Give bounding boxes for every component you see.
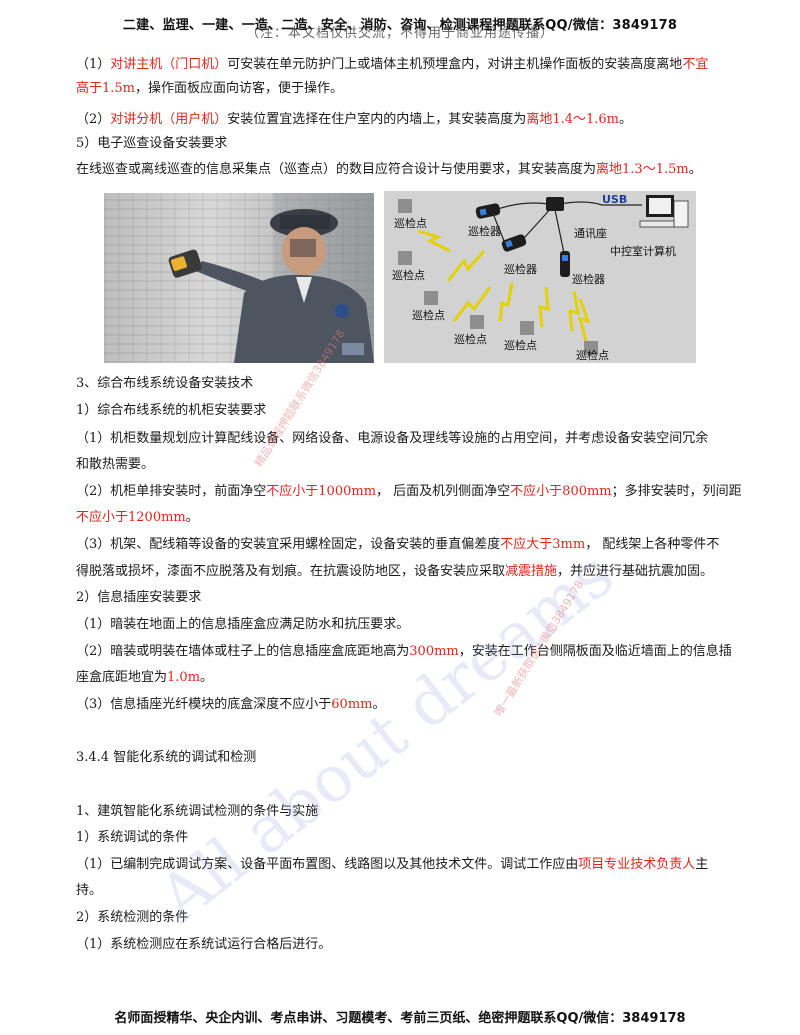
text: （3）信息插座光纤模块的底盒深度不应小于 — [76, 697, 332, 712]
text: ，操作面板应面向访客，便于操作。 — [135, 81, 344, 96]
para-debug-1-cont: 持。 — [76, 883, 103, 898]
text: 座盒底距地宜为 — [76, 670, 168, 685]
text: 。 — [372, 697, 386, 712]
para-detect-1: （1）系统检测应在系统试运行合格后进行。 — [76, 937, 332, 952]
highlight: 对讲主机（门口机） — [110, 57, 228, 72]
highlight: 高于1.5m — [76, 81, 136, 96]
text: 在线巡查或离线巡查的信息采集点（巡查点）的数目应符合设计与使用要求，其安装高度为 — [76, 162, 597, 177]
header-banner: 二建、监理、一建、一造、二造、安全、消防、咨询、检测课程押题联系QQ/微信：38… — [122, 18, 678, 33]
section-heading-344: 3.4.4 智能化系统的调试和检测 — [76, 750, 257, 765]
highlight: 项目专业技术负责人 — [578, 857, 696, 872]
highlight: 离地1.3～1.5m — [596, 162, 689, 177]
diagram-label-computer: 中控室计算机 — [610, 245, 676, 258]
diagram-label-point: 巡检点 — [394, 217, 427, 230]
para-intercom-host-cont: 高于1.5m，操作面板应面向访客，便于操作。 — [76, 79, 756, 99]
para-outlet-2-cont: 座盒底距地宜为1.0m。 — [76, 668, 756, 688]
text: 安装位置宜选择在住户室内的内墙上，其安装高度为 — [227, 112, 527, 127]
footer-banner: 名师面授精华、央企内训、考点串讲、习题模考、考前三页纸、绝密押题联系QQ/微信：… — [114, 1011, 686, 1026]
text: （2） — [76, 112, 111, 127]
para-cabinet-3: （3）机架、配线箱等设备的安装宜采用螺栓固定，设备安装的垂直偏差度不应大于3mm… — [76, 535, 756, 555]
highlight: 不宜 — [682, 57, 709, 72]
diagram-label-device: 巡检器 — [504, 263, 537, 276]
diagram-label-device: 巡检器 — [572, 273, 605, 286]
subheading-detect: 2）系统检测的条件 — [76, 910, 189, 925]
text: 得脱落或损坏，漆面不应脱落及有划痕。在抗震设防地区，设备安装应采取 — [76, 564, 506, 579]
text: ，并应进行基础抗震加固。 — [557, 564, 714, 579]
text: （3）机架、配线箱等设备的安装宜采用螺栓固定，设备安装的垂直偏差度 — [76, 537, 501, 552]
diagram-label-point: 巡检点 — [504, 339, 537, 352]
header-overlay-notice: （注：本文档仅供交流，不得用于商业用途传播） — [245, 26, 554, 41]
para-cabinet-3-cont: 得脱落或损坏，漆面不应脱落及有划痕。在抗震设防地区，设备安装应采取减震措施，并应… — [76, 562, 756, 582]
text: （2）暗装或明装在墙体或柱子上的信息插座盒底距地高为 — [76, 644, 410, 659]
highlight: 1.0m — [167, 670, 201, 685]
diagram-label-base: 通讯座 — [574, 227, 607, 240]
para-outlet-2: （2）暗装或明装在墙体或柱子上的信息插座盒底距地高为300mm，安装在工作台侧隔… — [76, 642, 756, 662]
text: 。 — [688, 162, 702, 177]
text: 。 — [619, 112, 633, 127]
para-debug-1: （1）已编制完成调试方案、设备平面布置图、线路图以及其他技术文件。调试工作应由项… — [76, 855, 756, 875]
subheading-debug: 1）系统调试的条件 — [76, 830, 189, 845]
highlight: 减震措施 — [505, 564, 558, 579]
heading-cabling: 3、综合布线系统设备安装技术 — [76, 376, 254, 391]
highlight: 60mm — [331, 697, 373, 712]
text: 主 — [695, 857, 709, 872]
text: ， 后面及机列侧面净空 — [376, 484, 511, 499]
highlight: 300mm — [409, 644, 459, 659]
heading-patrol: 5）电子巡查设备安装要求 — [76, 136, 228, 151]
subheading-cabinet: 1）综合布线系统的机柜安装要求 — [76, 403, 267, 418]
text: 可安装在单元防护门上或墙体主机预埋盒内，对讲主机操作面板的安装高度离地 — [227, 57, 683, 72]
para-cabinet-2: （2）机柜单排安装时，前面净空不应小于1000mm， 后面及机列侧面净空不应小于… — [76, 482, 756, 502]
text: ，安装在工作台侧隔板面及临近墙面上的信息插 — [458, 644, 732, 659]
text: ；多排安装时，列间距 — [611, 484, 742, 499]
heading-debug-conditions: 1、建筑智能化系统调试检测的条件与实施 — [76, 804, 319, 819]
subheading-outlet: 2）信息插座安装要求 — [76, 590, 202, 605]
text: ， 配线架上各种零件不 — [585, 537, 720, 552]
highlight: 离地1.4～1.6m — [526, 112, 619, 127]
highlight: 对讲分机（用户机） — [110, 112, 228, 127]
para-intercom-host: （1）对讲主机（门口机）可安装在单元防护门上或墙体主机预埋盒内，对讲主机操作面板… — [76, 55, 756, 75]
highlight: 不应小于1000mm — [266, 484, 377, 499]
highlight: 不应小于800mm — [510, 484, 612, 499]
text: （1）已编制完成调试方案、设备平面布置图、线路图以及其他技术文件。调试工作应由 — [76, 857, 579, 872]
highlight: 不应大于3mm — [500, 537, 586, 552]
diagram-label-point: 巡检点 — [576, 349, 609, 362]
diagram-label-usb: USB — [602, 193, 628, 206]
diagram-label-device: 巡检器 — [468, 225, 501, 238]
para-outlet-3: （3）信息插座光纤模块的底盒深度不应小于60mm。 — [76, 695, 756, 715]
diagram-label-point: 巡检点 — [392, 269, 425, 282]
text: （1） — [76, 57, 111, 72]
text: 。 — [200, 670, 214, 685]
text: （2）机柜单排安装时，前面净空 — [76, 484, 267, 499]
highlight: 不应小于1200mm — [76, 510, 186, 525]
para-intercom-unit: （2）对讲分机（用户机）安装位置宜选择在住户室内的内墙上，其安装高度为离地1.4… — [76, 110, 756, 130]
para-cabinet-1: （1）机柜数量规划应计算配线设备、网络设备、电源设备及理线等设施的占用空间，并考… — [76, 431, 709, 446]
diagram-label-point: 巡检点 — [454, 333, 487, 346]
para-patrol: 在线巡查或离线巡查的信息采集点（巡查点）的数目应符合设计与使用要求，其安装高度为… — [76, 160, 756, 180]
para-cabinet-1-cont: 和散热需要。 — [76, 457, 155, 472]
para-cabinet-2-cont: 不应小于1200mm。 — [76, 508, 756, 528]
patrol-system-diagram: 巡检点 巡检器 USB 巡检点 通讯座 中控室计算机 巡检器 巡检器 巡检点 巡… — [384, 191, 696, 363]
guard-photo — [104, 193, 374, 363]
diagram-label-point: 巡检点 — [412, 309, 445, 322]
para-outlet-1: （1）暗装在地面上的信息插座盒应满足防水和抗压要求。 — [76, 617, 410, 632]
text: 。 — [185, 510, 199, 525]
